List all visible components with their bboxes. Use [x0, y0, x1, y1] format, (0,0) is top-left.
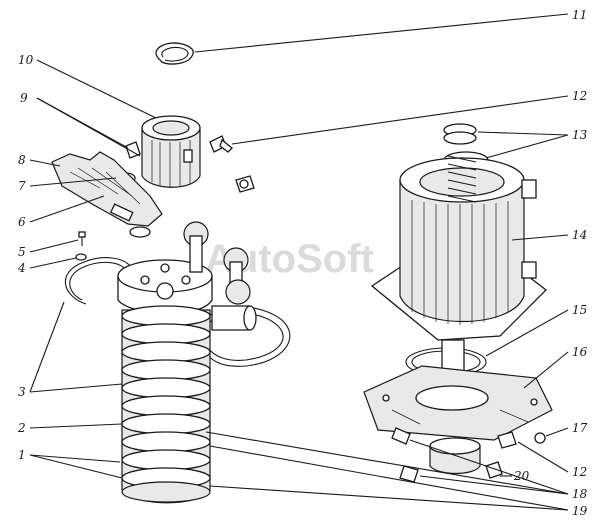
part-18-cap: [391, 427, 481, 483]
part-11-gasket: [155, 42, 194, 65]
callout-18: 18: [572, 487, 588, 501]
part-14-housing: [370, 155, 547, 341]
callout-15: 15: [572, 303, 587, 317]
callout-17: 17: [572, 421, 588, 435]
callout-13: 13: [572, 128, 588, 142]
callout-6: 6: [18, 215, 26, 229]
callout-5: 5: [18, 245, 26, 259]
callout-4: 4: [17, 261, 26, 275]
callout-8: 8: [18, 153, 26, 167]
part-4-washer: [75, 253, 87, 261]
callout-11: 11: [572, 8, 587, 22]
left-column-assembly: [117, 221, 257, 504]
part-6-bracket: [51, 151, 163, 238]
callout-7: 7: [18, 179, 26, 193]
part-10-bushing: [141, 115, 201, 188]
callout-14: 14: [572, 228, 587, 242]
callout-20: 20: [513, 469, 530, 483]
callout-2: 2: [17, 421, 26, 435]
callout-10: 10: [18, 53, 34, 67]
callout-16: 16: [572, 345, 588, 359]
callout-1: 1: [18, 448, 26, 462]
callout-9: 9: [20, 91, 28, 105]
part-5-screw: [78, 231, 86, 246]
callout-labels: 11 10 9 12 13 8 7 6 14 5 4 15 16 3 2 17 …: [17, 8, 588, 518]
part-16-base-plate: [363, 339, 553, 441]
part-17-screw: [534, 432, 546, 444]
part-20-nut: [485, 461, 503, 479]
callout-12-lower: 12: [572, 465, 587, 479]
part-12-fitting-upper: [209, 135, 233, 153]
part-12-fitting-lower: [497, 431, 517, 449]
callout-3: 3: [18, 385, 26, 399]
callout-19: 19: [572, 504, 588, 518]
callout-12-upper: 12: [572, 89, 587, 103]
leader-lines: [29, 13, 569, 511]
